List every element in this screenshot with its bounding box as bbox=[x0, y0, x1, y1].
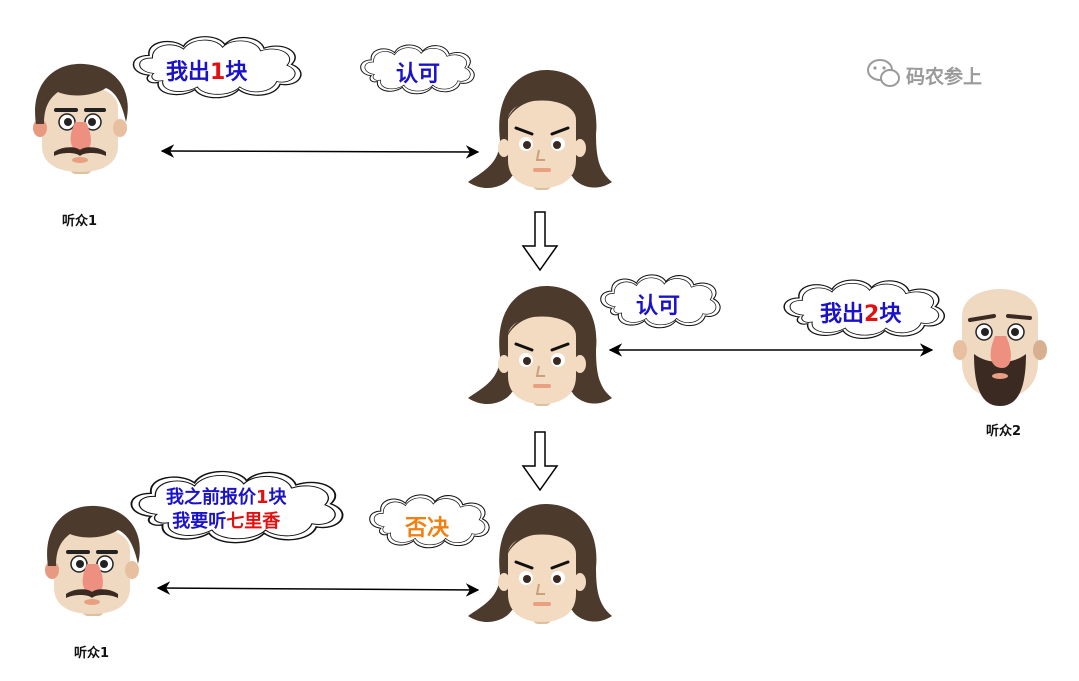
double-arrow-row3 bbox=[156, 581, 480, 597]
listener1-label-bottom: 听众1 bbox=[74, 646, 110, 661]
woman-avatar-top bbox=[466, 68, 614, 192]
listener1-label-top: 听众1 bbox=[62, 214, 98, 229]
down-arrow-1 bbox=[521, 211, 559, 272]
down-arrow-2 bbox=[521, 431, 559, 492]
listener1-offer-text-top: 我出1块 bbox=[166, 60, 248, 85]
listener2-offer-text: 我出2块 bbox=[820, 302, 902, 327]
listener1-request-text-bottom: 我之前报价1块 我要听七里香 bbox=[166, 487, 287, 532]
woman-avatar-bottom bbox=[466, 502, 614, 626]
woman-ack-text-top: 认可 bbox=[396, 62, 441, 87]
listener2-avatar bbox=[951, 287, 1049, 408]
listener1-avatar-bottom bbox=[43, 503, 142, 618]
wechat-icon bbox=[867, 59, 900, 87]
listener2-label: 听众2 bbox=[986, 424, 1022, 439]
watermark-text: 码农参上 bbox=[906, 66, 983, 88]
double-arrow-row1 bbox=[160, 144, 480, 159]
woman-ack-text-middle: 认可 bbox=[636, 294, 681, 319]
woman-veto-text-bottom: 否决 bbox=[405, 516, 450, 541]
listener1-avatar-top bbox=[31, 61, 130, 176]
woman-avatar-middle bbox=[466, 284, 614, 408]
